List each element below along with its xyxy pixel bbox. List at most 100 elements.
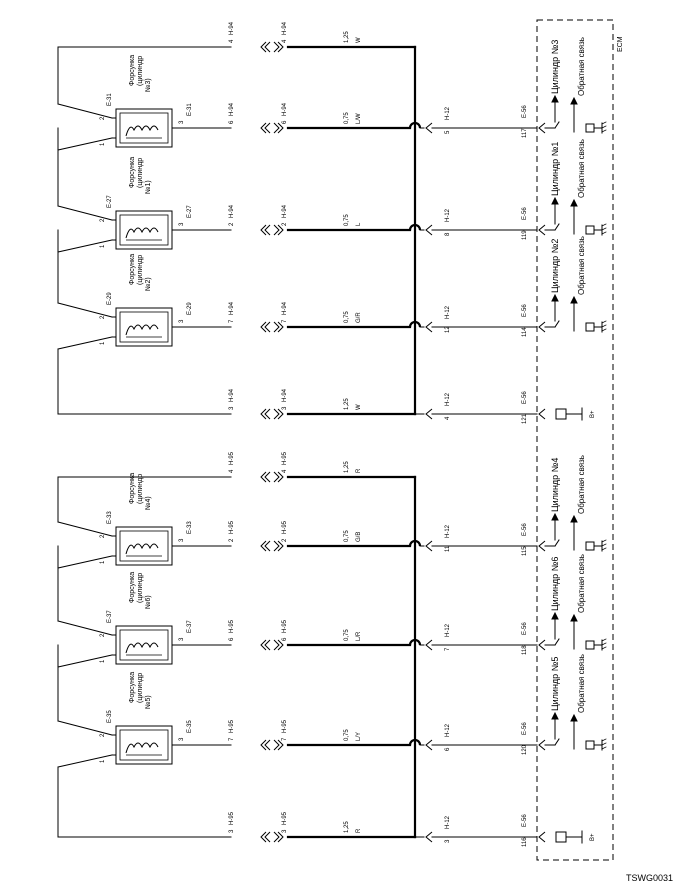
group-1-injector-2-fb-arrow (570, 198, 578, 207)
group-2-injector-2-left-conn: H-95 (229, 619, 235, 633)
group-2-injector-3-ecm-arrow (551, 711, 559, 720)
group-2-bplus-label: B+ (590, 833, 596, 841)
group-1-injector-1-mid-pin: 6 (282, 120, 288, 124)
group-1-injector-2-h12-conn: H-12 (445, 208, 451, 222)
connector-chevron (260, 831, 267, 843)
group-2-injector-3-pin-ret: 3 (179, 737, 185, 741)
group-2-injector-1-coil (125, 543, 159, 555)
group-2-injector-2-inner (119, 629, 169, 661)
group-1-injector-3-ground-box (585, 322, 595, 332)
group-2-injector-2-color: L/R (356, 631, 362, 641)
connector-chevron (264, 122, 271, 134)
group-2-injector-2-ground-hatch (601, 638, 607, 642)
group-2-injector-1-fb-arrow (570, 514, 578, 523)
group-2-injector-2-fb-label: Обратная связь (577, 554, 586, 613)
group-1-injector-1-fb-arrow (570, 96, 578, 105)
group-1-return-color: W (356, 404, 362, 410)
connector-chevron (273, 408, 280, 420)
group-2-injector-3-mid-conn: H-95 (282, 719, 288, 733)
group-2-return-left-conn: H-95 (229, 811, 235, 825)
group-1-injector-3-mid-pin: 7 (282, 319, 288, 323)
connector-chevron (264, 540, 271, 552)
group-2-injector-3-inner (119, 729, 169, 761)
group-1-injector-2-cyl-no: №1) (145, 180, 152, 194)
connector-chevron (260, 639, 267, 651)
group-2-injector-3-cyl-line: (цилиндр (137, 673, 144, 703)
group-2-injector-1-pin-bot: 1 (100, 560, 106, 564)
group-1-injector-1-h12-chevron (425, 122, 433, 134)
connector-chevron (260, 408, 267, 420)
connector-chevron (264, 831, 271, 843)
group-1-injector-1-ground-box (585, 123, 595, 133)
group-2-injector-1-bus-crossing (408, 539, 422, 547)
group-1-supply-gauge: 1,25 (344, 31, 350, 43)
connector-chevron (260, 471, 267, 483)
group-1-injector-3-conn-ret: E-29 (187, 302, 193, 315)
connector-chevron (273, 639, 280, 651)
group-1-injector-3-title: Форсунка (129, 254, 136, 285)
connector-chevron (273, 540, 280, 552)
group-2-injector-2-ecm-pin: 118 (522, 645, 528, 655)
group-1-injector-3-pin-bot: 1 (100, 341, 106, 345)
group-1-injector-2-pin-top: 2 (100, 218, 106, 222)
group-2-injector-3-left-pin: 7 (229, 737, 235, 741)
group-1-return-left-pin: 3 (229, 406, 235, 410)
group-2-injector-1-ecm-pin: 115 (522, 546, 528, 556)
group-2-injector-1-ecm-arrow (551, 512, 559, 521)
group-1-injector-2-ecm-arrow (551, 196, 559, 205)
group-2-injector-2-h12-conn: H-12 (445, 623, 451, 637)
connector-chevron (264, 639, 271, 651)
group-2-injector-1-ground-hatch (601, 547, 607, 551)
group-2-supply-color: R (356, 468, 362, 473)
group-2-injector-2-box (115, 625, 173, 665)
group-2-injector-1-conn-ret: E-33 (187, 521, 193, 534)
group-2-injector-2-ecm-arrow (551, 611, 559, 620)
group-1-injector-2-ground-hatch (601, 227, 607, 231)
group-2-supply-left-pin: 4 (229, 469, 235, 473)
connector-chevron (264, 471, 271, 483)
group-2-injector-2-h12-chevron (425, 639, 433, 651)
group-1-injector-3-inner (119, 311, 169, 343)
connector-chevron (260, 224, 267, 236)
group-1-injector-2-pin-bot: 1 (100, 244, 106, 248)
group-1-injector-2-box (115, 210, 173, 250)
group-2-return-connector (260, 831, 284, 843)
group-1-bplus-box (555, 408, 567, 420)
group-1-injector-3-conn-top: E-29 (107, 292, 113, 305)
group-2-injector-1-pin-ret: 3 (179, 538, 185, 542)
group-1-injector-1-conn-top: E-31 (107, 93, 113, 106)
connector-chevron (264, 408, 271, 420)
group-2-return-h12-chevron (425, 831, 433, 843)
group-1-injector-3-mid-conn: H-94 (282, 301, 288, 315)
group-1-injector-3-coil (125, 324, 159, 336)
group-1-return-connector (260, 408, 284, 420)
connector-chevron (273, 831, 280, 843)
group-2-injector-1-cyl-no: №4) (145, 496, 152, 510)
group-2-return-ecm-pin: 116 (522, 837, 528, 847)
group-1-injector-3-gauge: 0,75 (344, 311, 350, 323)
group-1-injector-3-left-pin: 7 (229, 319, 235, 323)
connector-chevron (264, 739, 271, 751)
group-2-injector-1-loop-c (57, 555, 113, 569)
group-1-injector-1-ecm-conn: E-56 (522, 105, 528, 118)
connector-chevron (277, 321, 284, 333)
group-1-injector-2-conn-ret: E-27 (187, 205, 193, 218)
figure-id: TSWG0031 (625, 873, 673, 883)
connector-chevron (277, 831, 284, 843)
group-1-injector-3-fb-arrow (570, 295, 578, 304)
group-2-injector-2-pin-top: 2 (100, 633, 106, 637)
group-1-injector-1-conn-ret: E-31 (187, 103, 193, 116)
group-2-supply-connector (260, 471, 284, 483)
group-2-injector-3-cyl-no: №5) (145, 695, 152, 709)
group-1-return-mid-pin: 3 (282, 406, 288, 410)
group-1-injector-2-loop-b (57, 205, 113, 221)
group-1-supply-mid-conn: H-94 (282, 21, 288, 35)
group-1-injector-1-title: Форсунка (129, 55, 136, 86)
group-1-injector-3-ecm-label: Цилиндр №2 (550, 239, 560, 293)
group-1-injector-3-left-conn: H-94 (229, 301, 235, 315)
group-1-injector-2-ground-hatch (601, 223, 607, 227)
group-2-injector-3-gauge: 0,75 (344, 729, 350, 741)
group-1-injector-1-ground-hatch (601, 129, 607, 133)
